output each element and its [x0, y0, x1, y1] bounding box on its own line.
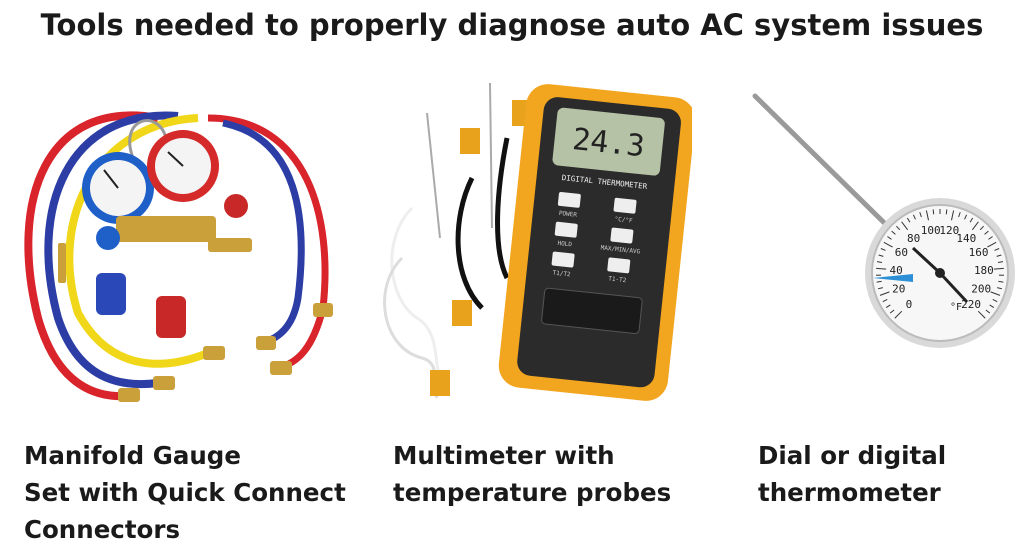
dial-tick: [906, 217, 911, 223]
dial-number: 200: [971, 282, 991, 295]
dial-tick: [990, 291, 1001, 296]
page-title: Tools needed to properly diagnose auto A…: [40, 8, 984, 42]
button-label-t1t2: T1/T2: [552, 270, 571, 279]
dial-tick: [880, 248, 886, 251]
dial-tick: [891, 230, 896, 235]
dial-number: 100: [921, 224, 941, 237]
dial-tick: [932, 209, 935, 215]
dial-number: 60: [895, 246, 908, 259]
caption-multimeter: Multimeter with temperature probes: [393, 437, 671, 511]
dial-tick: [912, 214, 916, 220]
dial-tick: [876, 261, 883, 264]
dial-number: 20: [892, 282, 905, 295]
dial-tick: [887, 236, 892, 240]
dial-tick: [997, 261, 1004, 264]
manifold-gauge-image: [8, 78, 348, 418]
dial-tick: [877, 287, 883, 290]
dial-tick: [979, 225, 984, 231]
dial-tick: [950, 210, 955, 221]
dial-tick: [879, 291, 890, 296]
button-label-hold: HOLD: [557, 240, 572, 249]
caption-line: Multimeter with: [393, 441, 615, 470]
button-label-power: POWER: [558, 210, 577, 219]
dial-tick: [977, 310, 986, 319]
dial-tick: [919, 212, 922, 218]
dial-tick: [988, 236, 993, 240]
dial-tick: [958, 212, 961, 218]
dial-tick: [992, 298, 998, 303]
dial-tick: [964, 214, 968, 220]
dial-tick: [894, 310, 903, 319]
dial-tick: [896, 225, 901, 231]
button-label-maxminavg: MAX/MIN/AVG: [600, 244, 641, 255]
dial-tick: [901, 221, 909, 231]
button-label-unit: °C/°F: [614, 216, 633, 225]
dial-tick: [878, 254, 884, 257]
caption-manifold-gauge: Manifold Gauge Set with Quick Connect Co…: [24, 437, 346, 548]
dial-tick: [925, 210, 930, 221]
caption-line: Dial or digital: [758, 441, 947, 470]
dial-tick: [998, 280, 1004, 283]
dial-tick: [994, 248, 1000, 251]
digital-thermometer-image: 24.3 DIGITAL THERMOMETER POWER °C/°F HOL…: [372, 78, 696, 418]
display-reading: 24.3: [571, 122, 647, 164]
dial-tick: [989, 304, 995, 309]
dial-tick: [984, 230, 989, 235]
dial-unit: °F: [950, 302, 962, 313]
dial-number: 120: [939, 224, 959, 237]
dial-tick: [885, 304, 891, 309]
dial-tick: [876, 267, 887, 270]
caption-thermometer: Dial or digital thermometer: [758, 437, 946, 511]
dial-tick: [882, 298, 888, 303]
dial-tick: [993, 267, 1004, 270]
button-label-t1-minus-t2: T1-T2: [608, 275, 627, 284]
dial-tick: [883, 241, 893, 248]
dial-number: 140: [956, 232, 976, 245]
dial-tick: [987, 241, 997, 248]
dial-tick: [996, 254, 1002, 257]
dial-tick: [876, 280, 882, 283]
caption-line: temperature probes: [393, 478, 672, 507]
dial-tick: [969, 217, 974, 223]
dial-number: 40: [889, 264, 902, 277]
caption-line: thermometer: [758, 478, 941, 507]
caption-line: Connectors: [24, 515, 181, 544]
dial-number: 160: [969, 246, 989, 259]
dial-tick: [889, 309, 895, 314]
dial-tick: [971, 221, 979, 231]
caption-line: Manifold Gauge: [24, 441, 241, 470]
caption-line: Set with Quick Connect: [24, 478, 346, 507]
dial-tick: [945, 209, 948, 215]
dial-number: 0: [906, 298, 913, 311]
dial-tick: [997, 287, 1003, 290]
dial-number: 180: [974, 264, 994, 277]
dial-tick: [985, 309, 991, 314]
dial-number: 80: [907, 232, 920, 245]
